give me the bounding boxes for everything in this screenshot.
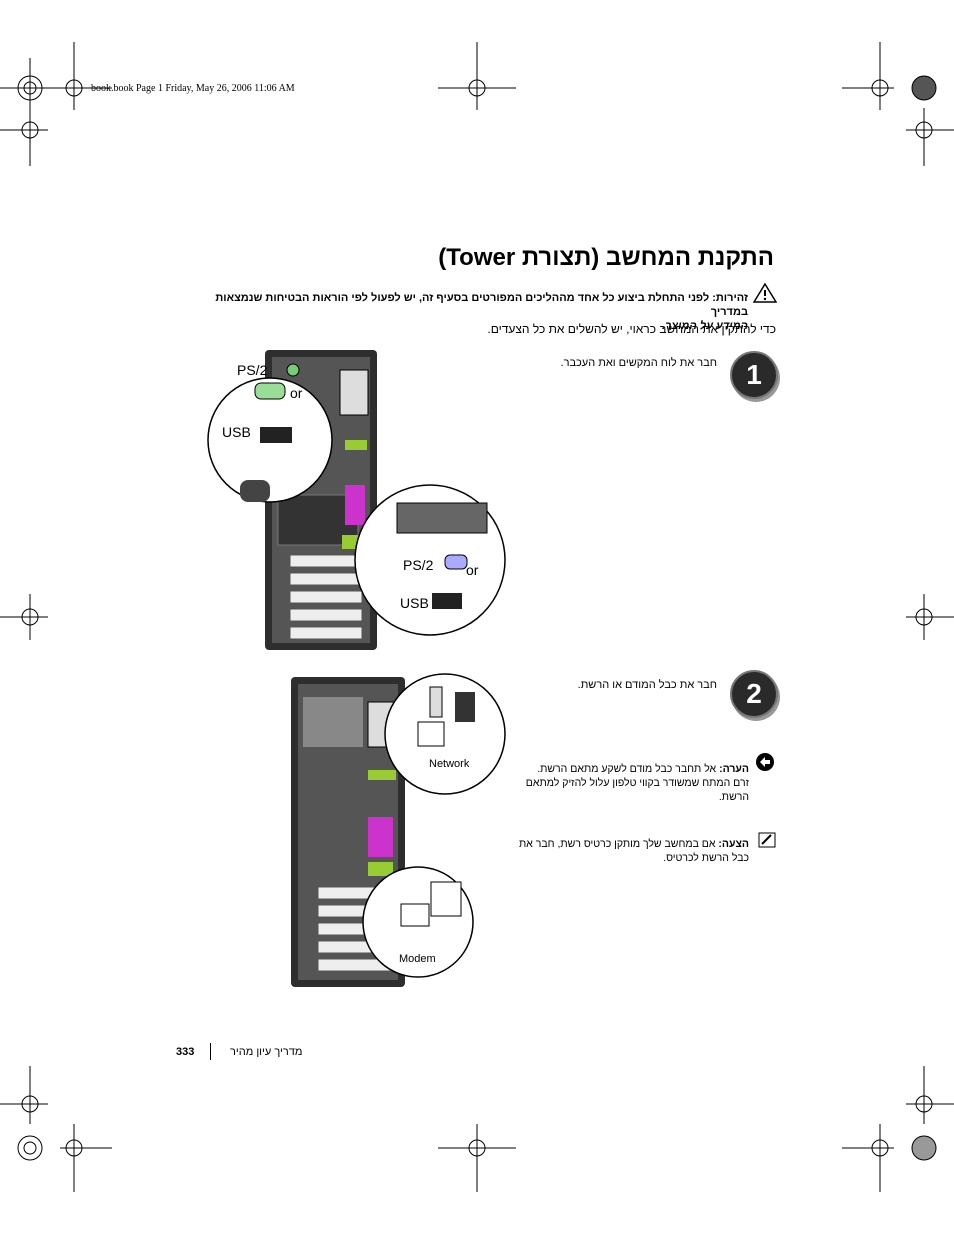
figure-network-modem: Network Modem [291,673,506,987]
page-number: 333 [176,1046,195,1058]
tip-label: הצעה: [718,838,749,850]
fig1-ps2-label-b: PS/2 [403,557,434,573]
step-1-badge: 1 [730,351,778,399]
warning-line-1: זהירות: לפני התחלת ביצוע כל אחד מההליכים… [215,292,748,318]
fig2-network-label: Network [429,758,470,770]
step-1-text: חבר את לוח המקשים ואת העכבר. [560,357,717,369]
page-title: התקנת המחשב (תצורת Tower) [438,244,774,271]
tip-body: אם במחשב שלך מותקן כרטיס רשת, חבר את כבל… [519,838,749,864]
step-2-text: חבר את כבל המודם או הרשת. [577,679,717,691]
notice-text: הערה: אל תחבר כבל מודם לשקע מתאם הרשת. ז… [519,762,749,804]
warning-line-2: המידע על המוצר. [662,320,748,332]
tip-pencil-icon [758,832,776,848]
tip-text: הצעה: אם במחשב שלך מותקן כרטיס רשת, חבר … [519,837,749,865]
fig1-usb-label-b: USB [400,595,429,611]
notice-icon [756,753,774,771]
warning-text: זהירות: לפני התחלת ביצוע כל אחד מההליכים… [188,291,748,333]
intro-text: כדי להתקין את המחשב כראוי, יש להשלים את … [487,322,776,336]
fig1-ps2-label-a: PS/2 [237,362,268,378]
file-header: book.book Page 1 Friday, May 26, 2006 11… [91,83,295,94]
fig2-modem-label: Modem [399,953,436,965]
step-2-badge: 2 [730,670,778,718]
footer-section: מדריך עיון מהיר [230,1046,303,1058]
fig1-usb-label-a: USB [222,424,251,440]
fig1-or-label-a: or [290,385,303,401]
footer-separator [210,1043,211,1060]
warning-icon [753,283,777,303]
fig1-or-label-b: or [466,562,479,578]
figure-keyboard-mouse: PS/2 or USB PS/2 or USB [207,350,506,650]
notice-body: אל תחבר כבל מודם לשקע מתאם הרשת. זרם המת… [525,763,749,803]
notice-label: הערה: [719,763,749,775]
